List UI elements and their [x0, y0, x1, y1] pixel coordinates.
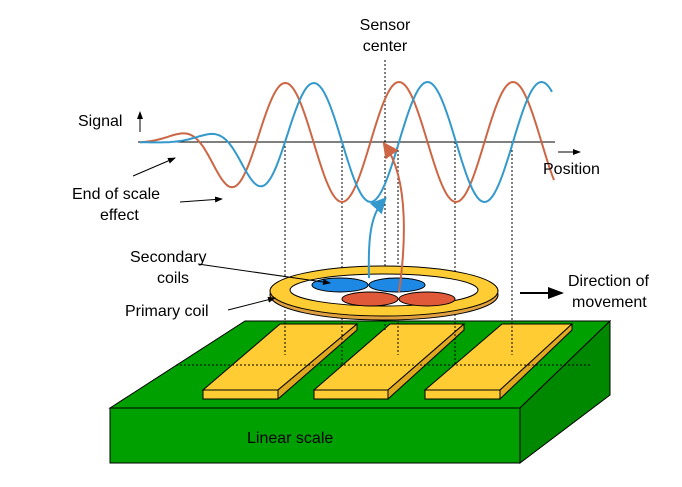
secondary-coil-red-1 — [341, 291, 399, 307]
secondary-coil-blue-2 — [368, 277, 426, 293]
primary-coil-label: Primary coil — [125, 303, 209, 320]
sensor-center-label-1: Sensor — [360, 17, 411, 34]
strip-3 — [423, 322, 574, 401]
orange-wire — [382, 141, 405, 293]
secondary-coil-blue-1 — [311, 277, 369, 293]
direction-label-2: movement — [572, 294, 647, 311]
secondary-pointer — [197, 263, 331, 285]
linear-scale-label: Linear scale — [247, 430, 333, 447]
primary-pointer — [227, 296, 276, 311]
strip-2 — [312, 322, 466, 401]
blue-signal-curve — [139, 80, 553, 204]
direction-label-1: Direction of — [568, 273, 649, 290]
strip-1 — [201, 322, 359, 401]
scale-front-face — [109, 407, 521, 464]
secondary-coils-label-2: coils — [157, 270, 189, 287]
sensor-center-label-2: center — [363, 38, 408, 55]
end-of-scale-label-2: effect — [100, 207, 139, 224]
end-of-scale-label-1: End of scale — [72, 186, 160, 203]
signal-label: Signal — [78, 113, 122, 130]
scale-strips — [201, 322, 574, 401]
end-scale-pointer-2 — [179, 196, 223, 203]
end-scale-pointer-1 — [132, 157, 176, 177]
orange-signal-curve — [139, 81, 555, 204]
position-label: Position — [543, 161, 600, 178]
secondary-coils-label-1: Secondary — [130, 249, 207, 266]
blue-wire — [367, 197, 387, 279]
secondary-coil-red-2 — [398, 291, 456, 307]
